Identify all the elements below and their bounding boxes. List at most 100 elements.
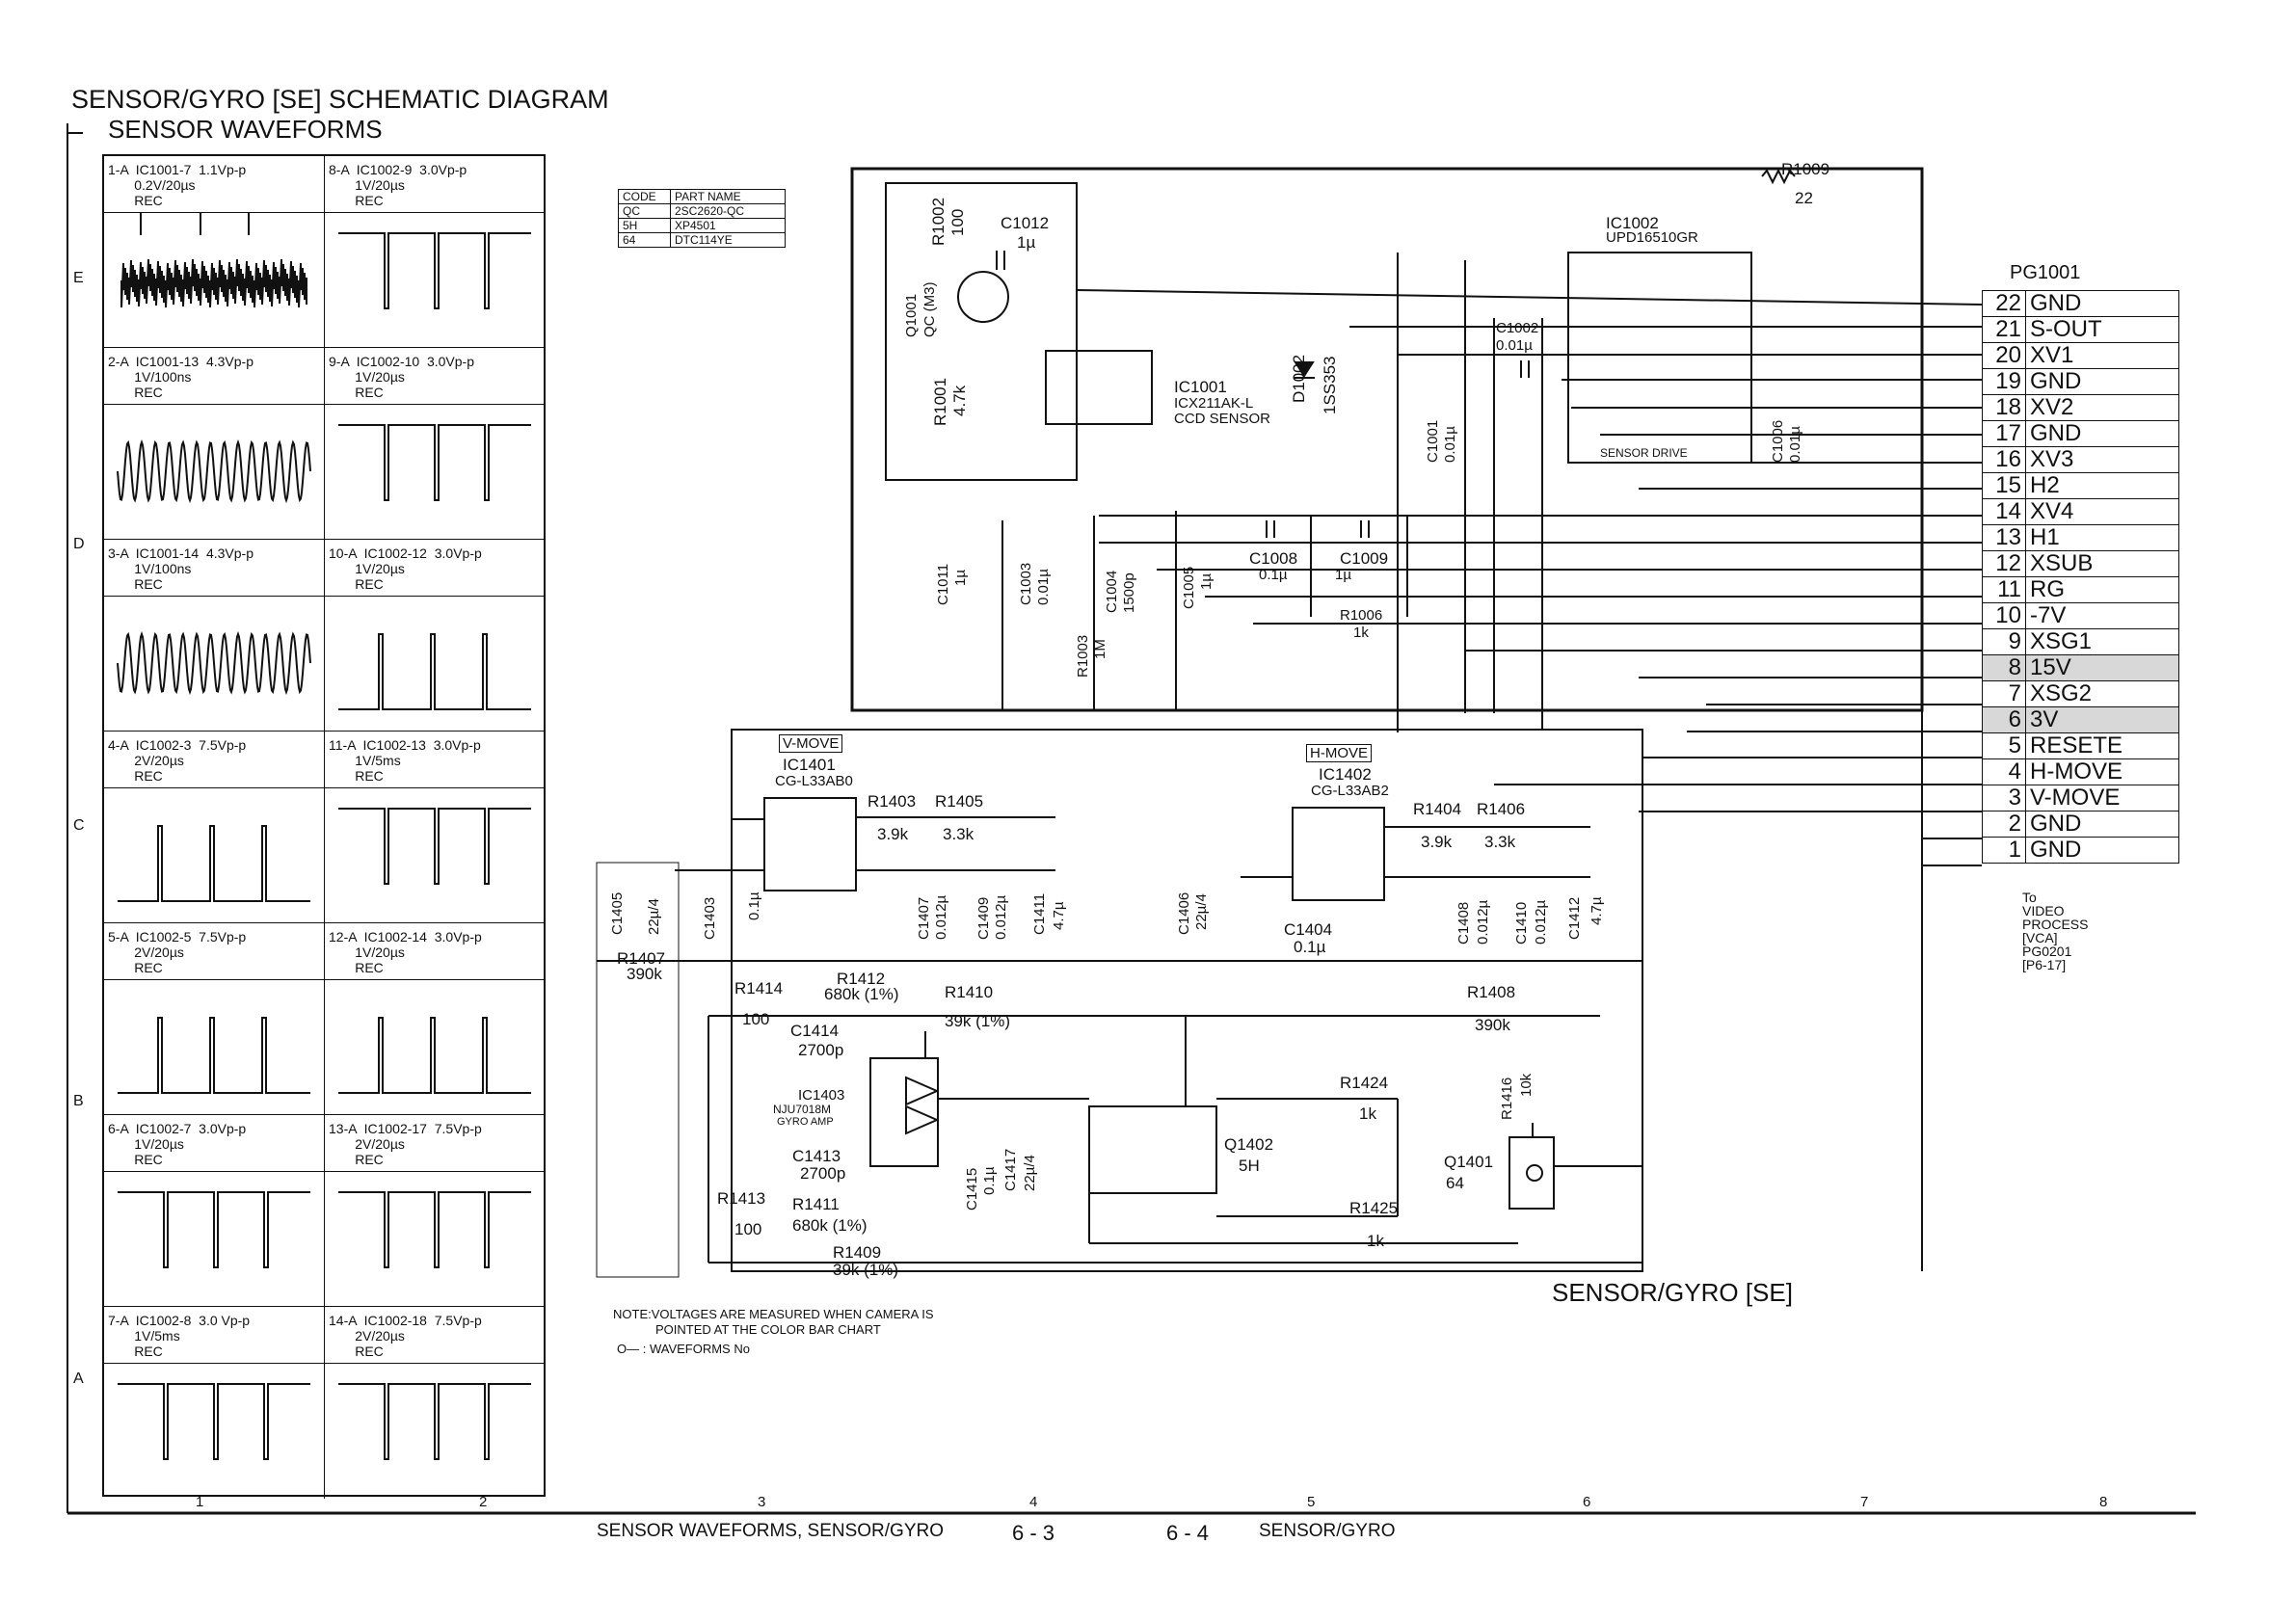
connector-pin-number: 13 [1982,524,2026,551]
waveform-trace [118,1017,310,1094]
waveform-divider [104,1363,324,1364]
c1004-label: C1004 [1104,570,1120,613]
grid-row-a: A [73,1370,84,1387]
c1408-value: 0.012µ [1475,899,1491,945]
connector-pin-signal: H2 [2025,472,2179,499]
waveform-caption: 9-A IC1002-10 3.0Vp-p 1V/20µs REC [329,354,474,400]
connector-pin-signal: XSUB [2025,550,2179,577]
c1008-label: C1008 [1249,549,1298,568]
connector-pin-number: 15 [1982,472,2026,499]
parts-header-name: PART NAME [670,189,786,204]
parts-code: 5H [618,218,671,233]
c1404-label: C1404 [1284,920,1333,939]
r1408-label: R1408 [1467,983,1516,1001]
c1409-label: C1409 [975,896,992,940]
r1003-value: 1M [1092,639,1108,659]
c1002-label: C1002 [1496,320,1539,336]
ic1001-label: IC1001 [1174,378,1227,396]
c1411-label: C1411 [1031,892,1048,935]
grid-col-6: 6 [1583,1494,1591,1510]
connector-pin-signal: GND [2025,368,2179,395]
waveform-cell: 8-A IC1002-9 3.0Vp-p 1V/20µs REC [325,156,546,348]
c1412-value: 4.7µ [1589,896,1605,926]
connector-pin-number: 5 [1982,732,2026,759]
grid-row-d: D [73,536,85,552]
connector-pin-signal: XV1 [2025,342,2179,369]
waveform-caption: 6-A IC1002-7 3.0Vp-p 1V/20µs REC [108,1121,247,1167]
r1407-value: 390k [627,965,662,983]
waveform-cell: 7-A IC1002-8 3.0 Vp-p 1V/5ms REC [104,1307,325,1499]
waveform-divider [325,212,546,213]
ic1403-desc: GYRO AMP [777,1116,834,1128]
r1416-label: R1416 [1499,1077,1515,1120]
c1413-value: 2700p [800,1164,846,1183]
waveform-cell: 14-A IC1002-18 7.5Vp-p 2V/20µs REC [325,1307,546,1499]
r1403-value: 3.9k [877,825,909,843]
connector-pin-signal: RESETE [2025,732,2179,759]
waveform-divider [104,979,324,980]
connector-pin-number: 6 [1982,706,2026,733]
parts-header-code: CODE [618,189,671,204]
connector-pin-number: 10 [1982,602,2026,629]
connector-pin-signal: 3V [2025,706,2179,733]
c1403-value: 0.1µ [746,891,762,921]
r1408-value: 390k [1475,1016,1510,1034]
ic1401-label: IC1401 [783,756,836,774]
waveform-caption: 14-A IC1002-18 7.5Vp-p 2V/20µs REC [329,1313,482,1359]
r1002-value: 100 [948,208,967,236]
c1405-label: C1405 [609,891,626,935]
r1009-label: R1009 [1781,160,1830,178]
connector-pin-signal: -7V [2025,602,2179,629]
c1011-value: 1µ [952,570,969,586]
r1406-value: 3.3k [1484,833,1516,851]
c1413-label: C1413 [792,1147,841,1165]
waveform-cell: 5-A IC1002-5 7.5Vp-p 2V/20µs REC [104,923,325,1115]
waveform-cell: 12-A IC1002-14 3.0Vp-p 1V/20µs REC [325,923,546,1115]
waveform-trace [338,424,531,501]
r1413-label: R1413 [717,1189,766,1208]
d1002-value: 1SS353 [1321,356,1339,415]
c1404-value: 0.1µ [1294,938,1326,956]
connector-pin-signal: V-MOVE [2025,785,2179,812]
waveform-caption: 5-A IC1002-5 7.5Vp-p 2V/20µs REC [108,929,247,975]
footer-left-title: SENSOR WAVEFORMS, SENSOR/GYRO [597,1521,944,1541]
connector-pin-number: 8 [1982,654,2026,681]
connector-pin-number: 14 [1982,498,2026,525]
r1009-value: 22 [1795,189,1813,207]
waveform-cell: 9-A IC1002-10 3.0Vp-p 1V/20µs REC [325,348,546,540]
r1404-value: 3.9k [1421,833,1453,851]
connector-pin-signal: XV2 [2025,394,2179,421]
waveform-cell: 6-A IC1002-7 3.0Vp-p 1V/20µs REC [104,1115,325,1307]
footer-page-left: 6 - 3 [1012,1521,1055,1545]
grid-row-e: E [73,270,84,286]
r1425-value: 1k [1367,1232,1384,1250]
ic1001-desc: CCD SENSOR [1174,411,1271,427]
c1406-value: 22µ/4 [1193,893,1210,930]
c1003-value: 0.01µ [1035,569,1052,605]
r1409-label: R1409 [833,1243,882,1262]
c1009-value: 1µ [1335,567,1351,583]
waveform-trace [338,1017,531,1094]
waveform-divider [325,596,546,597]
q1001-label: Q1001 [903,293,920,337]
ic1402-part: CG-L33AB2 [1311,783,1389,799]
waveform-cell: 2-A IC1001-13 4.3Vp-p 1V/100ns REC [104,348,325,540]
r1006-label: R1006 [1340,607,1383,624]
q1401-value: 64 [1446,1174,1464,1192]
c1407-label: C1407 [916,896,932,940]
connector-pin-number: 1 [1982,837,2026,864]
c1009-label: C1009 [1340,549,1389,568]
q1402-label: Q1402 [1224,1135,1274,1154]
vmove-tag: V-MOVE [779,734,843,753]
connector-pin-signal: H-MOVE [2025,758,2179,785]
connector-pin-number: 22 [1982,290,2026,317]
